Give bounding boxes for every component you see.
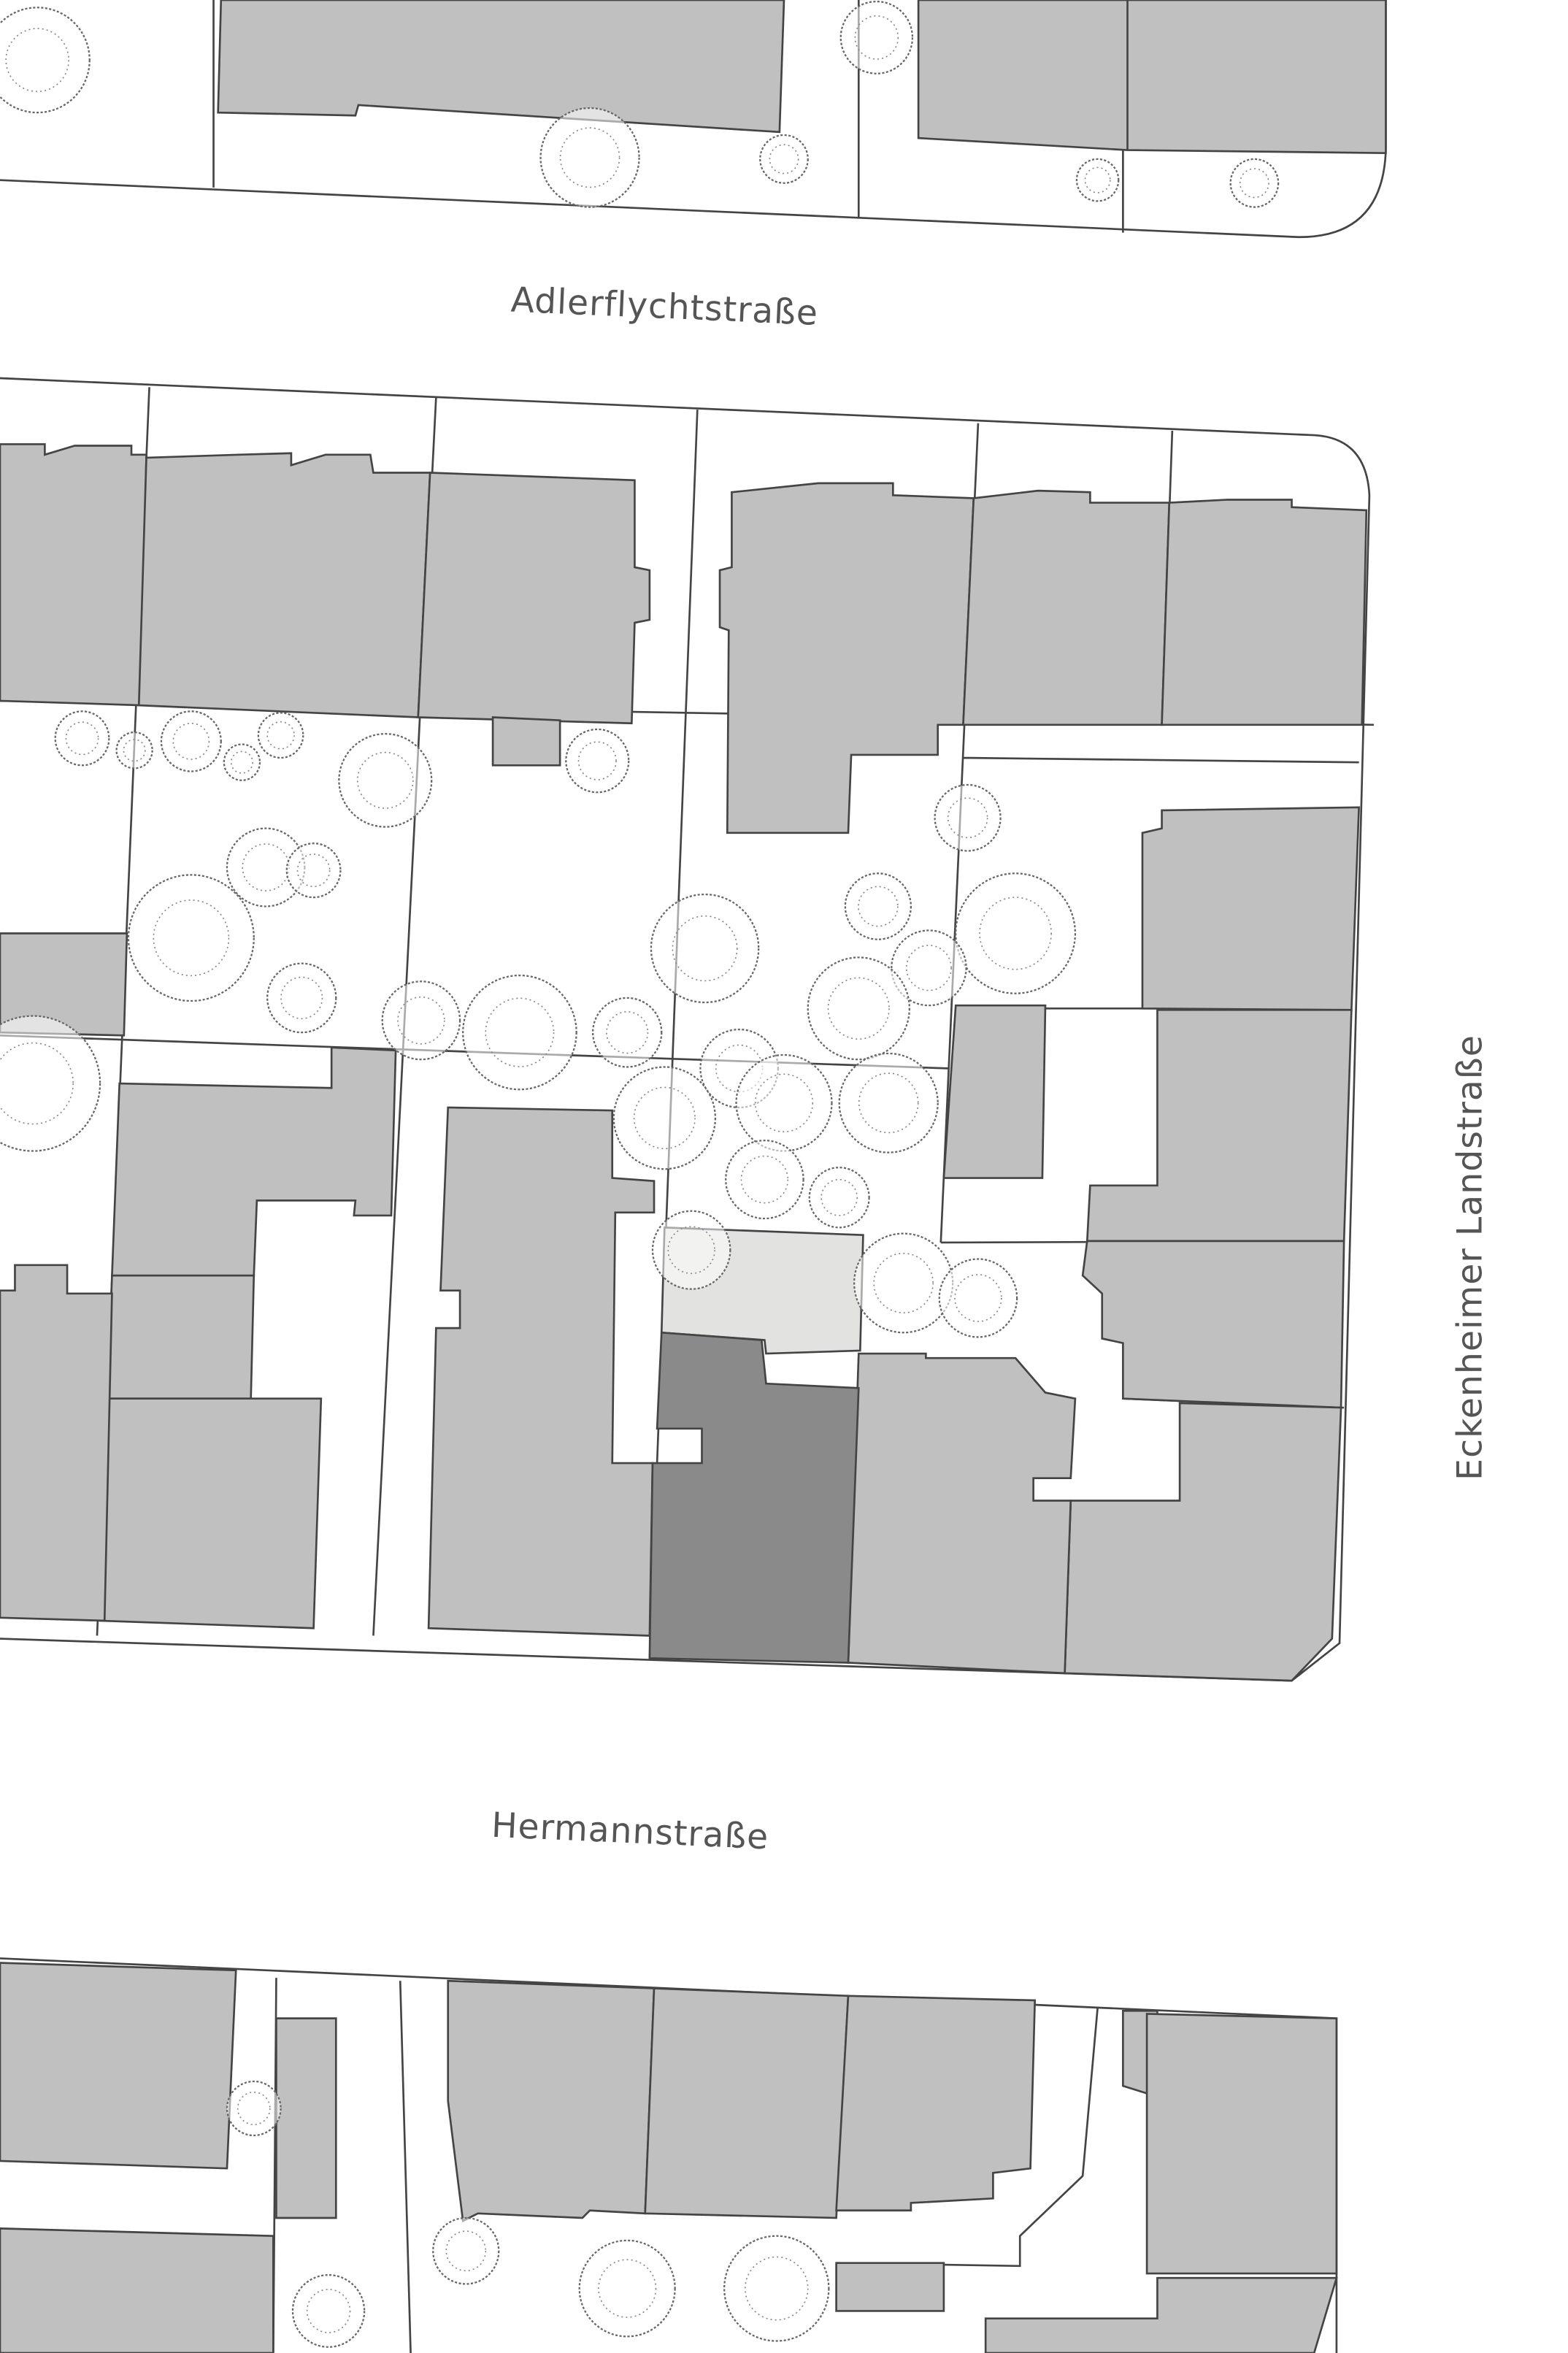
tree-icon [651, 1210, 731, 1290]
tree-texture [667, 1226, 715, 1275]
tree-texture [5, 28, 69, 93]
trees [0, 0, 1280, 2348]
tree-icon [853, 1232, 954, 1334]
tree-icon [266, 962, 337, 1034]
tree-icon [759, 134, 809, 184]
tree-texture [744, 2256, 809, 2321]
tree-icon [807, 956, 910, 1061]
tree-icon [735, 1053, 833, 1152]
tree-icon [1075, 158, 1120, 202]
street-label-hermannstrasse: Hermannstraße [491, 1805, 769, 1858]
tree-texture [397, 996, 445, 1045]
tree-icon [381, 980, 461, 1061]
tree-texture [954, 1274, 1002, 1322]
tree-icon [115, 731, 153, 769]
tree-texture [947, 797, 988, 839]
tree-texture [266, 721, 295, 750]
street-label-eckenheimer-landstrasse: Eckenheimer Landstraße [1450, 1035, 1490, 1481]
tree-texture [633, 1086, 696, 1150]
tree-icon [723, 2235, 830, 2342]
tree-icon [844, 872, 912, 940]
tree-icon [54, 710, 110, 767]
tree-icon [338, 733, 433, 828]
tree-icon [127, 874, 255, 1002]
tree-icon [432, 2216, 500, 2285]
tree-icon [462, 974, 577, 1091]
tree-texture [1239, 168, 1269, 199]
tree-icon [838, 1052, 939, 1154]
tree-texture [445, 2230, 487, 2272]
buildings [0, 0, 1387, 2353]
tree-icon [592, 997, 663, 1068]
tree-texture [820, 1178, 858, 1216]
tree-texture [598, 2259, 657, 2318]
tree-texture [858, 1072, 919, 1134]
tree-texture [296, 853, 331, 888]
tree-icon [160, 710, 222, 772]
tree-icon [934, 783, 1002, 852]
tree-texture [979, 897, 1053, 970]
street-label-adlerflychtstrasse: Adlerflychtstraße [510, 280, 819, 334]
tree-texture [577, 741, 617, 780]
tree-texture [65, 721, 99, 756]
tree-texture [306, 2289, 351, 2333]
tree-texture [769, 144, 799, 174]
tree-texture [485, 997, 555, 1067]
tree-icon [285, 842, 342, 899]
tree-texture [873, 1252, 934, 1313]
tree-texture [0, 1042, 74, 1125]
tree-texture [172, 722, 210, 760]
tree-texture [1084, 166, 1111, 193]
tree-icon [578, 2239, 676, 2338]
tree-texture [854, 15, 899, 60]
tree-icon [955, 872, 1077, 994]
tree-texture [280, 976, 323, 1020]
tree-icon [223, 743, 261, 781]
tree-icon [650, 893, 760, 1004]
tree-icon [1229, 158, 1280, 208]
tree-texture [356, 751, 414, 809]
tree-icon [612, 1066, 717, 1170]
tree-icon [291, 2273, 366, 2348]
tree-texture [905, 945, 952, 991]
tree-icon [0, 1015, 101, 1152]
tree-texture [754, 1073, 814, 1133]
tree-texture [672, 915, 738, 982]
tree-icon [839, 0, 914, 74]
tree-icon [226, 2080, 282, 2137]
tree-icon [808, 1167, 870, 1229]
tree-icon [565, 728, 630, 794]
tree-icon [0, 7, 91, 114]
tree-icon [257, 712, 304, 759]
tree-icon [938, 1258, 1018, 1338]
highlighted-building [648, 1331, 860, 1664]
tree-icon [891, 929, 967, 1007]
tree-icon [539, 107, 640, 208]
tree-icon [725, 1140, 804, 1220]
tree-texture [858, 886, 899, 927]
tree-texture [740, 1155, 789, 1204]
tree-texture [606, 1010, 649, 1054]
